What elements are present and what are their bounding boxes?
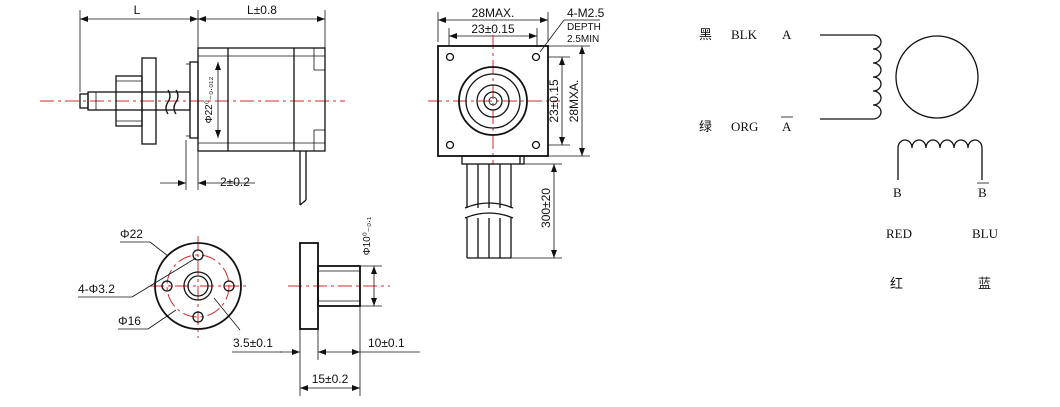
dim-L: L: [134, 3, 141, 17]
wire3-phase: B: [893, 185, 902, 200]
dim-nut-flange: 3.5±0.1: [233, 336, 273, 350]
nut-side-view: Φ10⁰₋₀.₁ 3.5±0.1 10±0.1 15±0.2: [232, 216, 420, 396]
dim-hole-spacing-h: 23±0.15: [471, 22, 515, 36]
wiring-diagram: 黑 BLK A 绿 ORG A B B RED BLU 红 蓝: [699, 27, 999, 291]
wire2-code: ORG: [731, 119, 758, 134]
dim-shaft-diameter: Φ22⁰₋₀.₀₁₂: [204, 77, 215, 124]
wire1-phase: A: [782, 27, 792, 42]
depth-value: 2.5MIN: [567, 34, 599, 45]
wire2-phase: A: [782, 119, 792, 134]
dim-nut-pcd: Φ16: [118, 314, 141, 328]
mounting-holes: [445, 52, 541, 150]
wire4-cn: 蓝: [978, 276, 991, 291]
dim-hole-spacing-v: 23±0.15: [547, 79, 561, 123]
dim-flange-gap: 2±0.2: [220, 175, 250, 189]
wire4-code: BLU: [972, 226, 999, 241]
dim-body-length: L±0.8: [247, 3, 277, 17]
winding-a: [820, 34, 882, 120]
wire1-code: BLK: [731, 27, 758, 42]
dim-nut-holes: 4-Φ3.2: [78, 282, 115, 296]
dim-nut-total: 15±0.2: [312, 372, 349, 386]
front-view: 28MAX. 23±0.15 4-M2.5 DEPTH 2.5MIN: [428, 6, 605, 259]
lead-wires: [464, 164, 514, 259]
shaft-end: [483, 91, 503, 111]
winding-b: [897, 139, 983, 180]
nut-boss: [317, 265, 361, 307]
depth-label: DEPTH: [567, 22, 601, 33]
dim-nut-outer: Φ22: [120, 227, 143, 241]
wire1-cn: 黑: [699, 27, 712, 42]
motor-body: [197, 47, 326, 152]
wire4-phase: B: [978, 185, 987, 200]
nut-front-view: Φ22 4-Φ3.2 Φ16: [78, 227, 250, 338]
dim-front-height: 28MXA.: [567, 80, 581, 123]
rotor: [895, 35, 979, 119]
side-view: L L±0.8 Φ22⁰₋₀.₀₁₂: [40, 3, 345, 206]
dim-nut-bore: Φ10⁰₋₀.₁: [362, 216, 373, 255]
dim-mount-hole: 4-M2.5: [567, 6, 605, 20]
dim-front-width: 28MAX.: [472, 6, 515, 20]
nut-bore: [183, 271, 213, 301]
wire3-cn: 红: [890, 276, 903, 291]
dim-nut-boss: 10±0.1: [368, 336, 405, 350]
dim-lead-length: 300±20: [539, 188, 553, 228]
wire2-cn: 绿: [699, 119, 712, 134]
pilot-boss: [458, 66, 528, 136]
wire3-code: RED: [886, 226, 912, 241]
nut-outer-circle: [154, 242, 242, 330]
